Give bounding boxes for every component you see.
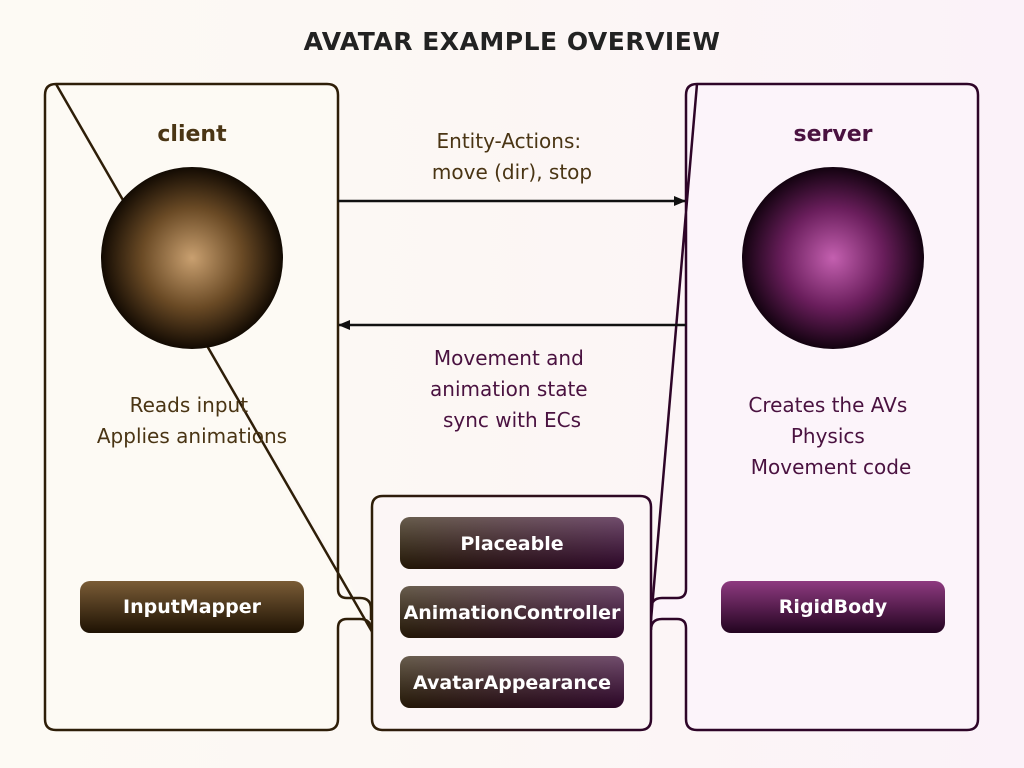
server-label: server: [794, 122, 873, 147]
server-line-3: Movement code: [751, 455, 912, 479]
entity-actions-line-2: move (dir), stop: [432, 160, 592, 184]
rigid-body-label: RigidBody: [779, 596, 888, 618]
diagram-title: AVATAR EXAMPLE OVERVIEW: [304, 27, 721, 56]
placeable-pill-shade: [400, 517, 624, 569]
server-line-1: Creates the AVs: [748, 393, 907, 417]
animation-controller-label: AnimationController: [404, 602, 621, 624]
entity-actions-line-1: Entity-Actions:: [437, 129, 582, 153]
avatar-appearance-label: AvatarAppearance: [413, 672, 611, 694]
avatar-appearance-pill-shade: [400, 656, 624, 708]
rigid-body-pill: [721, 581, 945, 633]
input-mapper-label: InputMapper: [123, 596, 262, 618]
animation-controller-pill-shade: [400, 586, 624, 638]
sync-line-2: animation state: [430, 377, 588, 401]
sync-line-1: Movement and: [434, 346, 584, 370]
client-line-2: Applies animations: [97, 424, 287, 448]
client-description: Reads input Applies animations: [97, 393, 287, 448]
client-line-1: Reads input: [130, 393, 249, 417]
server-sphere: [742, 167, 924, 349]
server-line-2: Physics: [791, 424, 865, 448]
entity-actions-label: Entity-Actions: move (dir), stop: [432, 129, 592, 184]
input-mapper-pill: [80, 581, 304, 633]
server-description: Creates the AVs Physics Movement code: [748, 393, 913, 479]
sync-line-3: sync with ECs: [443, 408, 581, 432]
client-label: client: [157, 122, 227, 147]
placeable-label: Placeable: [460, 533, 563, 555]
sync-label: Movement and animation state sync with E…: [430, 346, 594, 432]
client-sphere: [101, 167, 283, 349]
